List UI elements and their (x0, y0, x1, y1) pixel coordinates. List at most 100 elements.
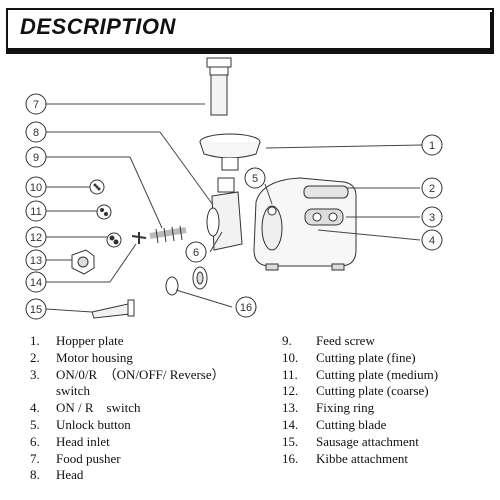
callout-6: 6 (185, 241, 207, 263)
callout-number: 16 (240, 302, 252, 314)
legend-item: 2. Motor housing (30, 349, 133, 366)
legend-item: 9. Feed screw (282, 332, 375, 349)
callout-7: 7 (25, 93, 47, 115)
legend-number: 4. (30, 400, 40, 416)
legend-label: Cutting plate (medium) (316, 366, 439, 382)
legend-number: 5. (30, 417, 40, 432)
callout-number: 10 (30, 182, 42, 194)
callout-11: 11 (25, 200, 47, 222)
sausage-attachment-part (91, 299, 135, 319)
legend-label: ON / R switch (56, 400, 141, 416)
legend-item: 5. Unlock button (30, 416, 131, 433)
callout-8: 8 (25, 121, 47, 143)
callout-3: 3 (421, 206, 443, 228)
legend-label: Sausage attachment (316, 433, 419, 449)
legend-number: 8. (30, 467, 40, 483)
legend-number: 6. (30, 433, 40, 449)
legend-item: 1. Hopper plate (30, 332, 124, 349)
cutting-blade-part (131, 232, 147, 244)
legend-number: 15. (282, 433, 299, 449)
legend-number: 14. (282, 417, 299, 432)
legend-label: Head inlet (56, 433, 110, 449)
feed-screw-part (149, 225, 187, 244)
callout-number: 6 (193, 247, 199, 259)
callout-2: 2 (421, 177, 443, 199)
legend-item: 3. ON/0/R （ON/OFF/ Reverse） (30, 366, 225, 383)
callout-number: 11 (30, 206, 41, 218)
legend-item: 10. Cutting plate (fine) (282, 349, 416, 366)
legend-item: 11. Cutting plate (medium) (282, 366, 438, 383)
callout-15: 15 (25, 298, 47, 320)
header-bar: DESCRIPTION (6, 8, 494, 54)
callout-number: 3 (429, 212, 435, 224)
legend-label: Cutting blade (316, 417, 387, 432)
legend-number: 10. (282, 349, 299, 365)
callout-4: 4 (421, 229, 443, 251)
legend-item: 14. Cutting blade (282, 416, 386, 433)
legend-label: Motor housing (56, 349, 133, 365)
legend-number: 1. (30, 333, 40, 348)
page-title: DESCRIPTION (20, 14, 176, 39)
callout-16: 16 (235, 296, 257, 318)
callout-13: 13 (25, 249, 47, 271)
motor-housing-part (253, 177, 357, 271)
legend-label: Head (56, 467, 84, 483)
legend-item: 16. Kibbe attachment (282, 450, 408, 467)
callout-number: 12 (30, 232, 42, 244)
fixing-ring-part (71, 249, 95, 275)
legend-number: 2. (30, 349, 40, 365)
legend-label: Feed screw (316, 333, 375, 348)
callout-14: 14 (25, 271, 47, 293)
legend-number: 11. (282, 366, 298, 382)
callout-number: 13 (30, 255, 42, 267)
callout-number: 5 (252, 173, 258, 185)
legend-label: switch (56, 383, 90, 399)
leader-lines (45, 103, 423, 313)
callout-5: 5 (244, 167, 266, 189)
cutting-plate-fine-part (89, 179, 105, 195)
cutting-plate-coarse-part (106, 232, 122, 248)
callout-number: 4 (429, 235, 435, 247)
legend-label: Cutting plate (fine) (316, 349, 416, 365)
legend-label: Food pusher (56, 450, 121, 466)
legend-number: 13. (282, 400, 299, 416)
callout-number: 15 (30, 304, 42, 316)
kibbe-attachment-part (165, 266, 208, 296)
callout-number: 9 (33, 152, 39, 164)
legend-label: Fixing ring (316, 400, 375, 416)
callout-number: 7 (33, 99, 39, 111)
cutting-plate-medium-part (96, 204, 112, 220)
legend-label: Hopper plate (56, 333, 124, 348)
legend-number: 3. (30, 366, 40, 382)
legend-number: 16. (282, 450, 299, 466)
legend-label: ON/0/R （ON/OFF/ Reverse） (56, 366, 225, 382)
legend-item: 8. Head (30, 466, 83, 483)
callout-number: 2 (429, 183, 435, 195)
head-part (206, 177, 243, 251)
legend-number: 9. (282, 333, 292, 348)
legend-item: 6. Head inlet (30, 433, 110, 450)
callout-12: 12 (25, 226, 47, 248)
legend-label: Unlock button (56, 417, 131, 432)
hopper-plate-part (199, 133, 261, 171)
legend-item: 4. ON / R switch (30, 399, 141, 416)
legend-label: Cutting plate (coarse) (316, 383, 429, 399)
legend-item: 15. Sausage attachment (282, 433, 419, 450)
callout-1: 1 (421, 134, 443, 156)
legend-number: 7. (30, 450, 40, 466)
callout-10: 10 (25, 176, 47, 198)
legend-label: Kibbe attachment (316, 450, 409, 466)
legend-item: 7. Food pusher (30, 450, 121, 467)
food-pusher-part (206, 57, 232, 116)
callout-number: 14 (30, 277, 42, 289)
legend-item: switch (30, 382, 90, 399)
legend-item: 13. Fixing ring (282, 399, 374, 416)
legend-item: 12. Cutting plate (coarse) (282, 382, 429, 399)
callout-9: 9 (25, 146, 47, 168)
callout-number: 8 (33, 127, 39, 139)
legend-number: 12. (282, 383, 299, 399)
callout-number: 1 (429, 140, 435, 152)
